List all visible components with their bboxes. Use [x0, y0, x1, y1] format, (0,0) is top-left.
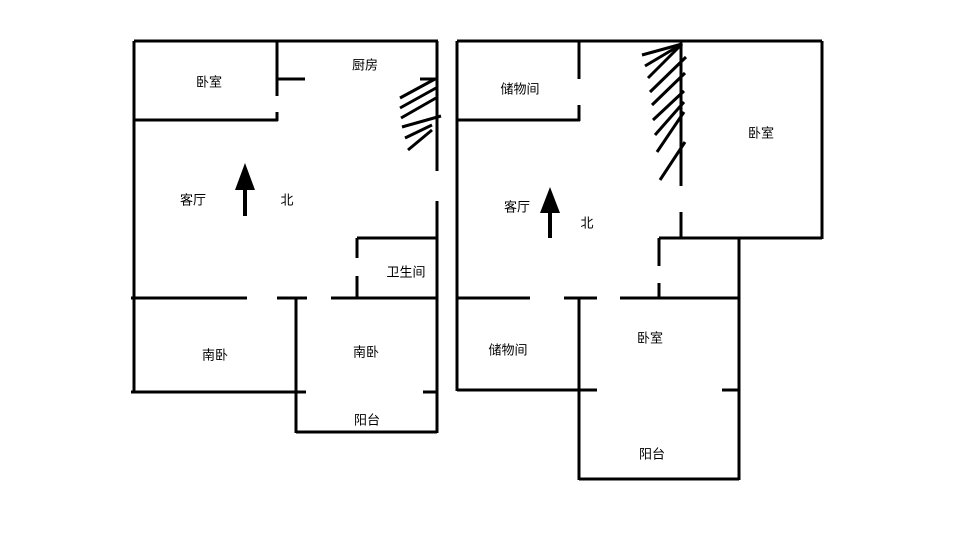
- left-north-arrow-icon: [235, 163, 255, 216]
- right-north-arrow-icon: [540, 187, 560, 238]
- right-stairs-hatch: [641, 42, 688, 181]
- right-bedroom-1-label: 卧室: [747, 126, 775, 142]
- left-stairs-hatch: [399, 77, 442, 152]
- left-balcony-label: 阳台: [353, 413, 381, 429]
- right-storage-2-label: 储物间: [488, 343, 528, 359]
- left-kitchen-label: 厨房: [351, 58, 379, 74]
- right-bedroom-2-label: 卧室: [636, 331, 664, 347]
- right-north-label: 北: [580, 216, 594, 232]
- right-balcony-label: 阳台: [638, 447, 666, 463]
- left-bathroom-label: 卫生间: [386, 265, 426, 281]
- right-storage-1-label: 储物间: [500, 82, 540, 98]
- left-bedroom-label: 卧室: [195, 75, 223, 91]
- right-plan-walls: [455, 39, 824, 481]
- left-living-room-label: 客厅: [179, 193, 207, 209]
- left-south-bedroom-1-label: 南卧: [201, 348, 229, 364]
- left-plan-walls: [131, 39, 439, 434]
- right-living-room-label: 客厅: [503, 200, 531, 216]
- left-north-label: 北: [280, 193, 294, 209]
- left-south-bedroom-2-label: 南卧: [352, 345, 380, 361]
